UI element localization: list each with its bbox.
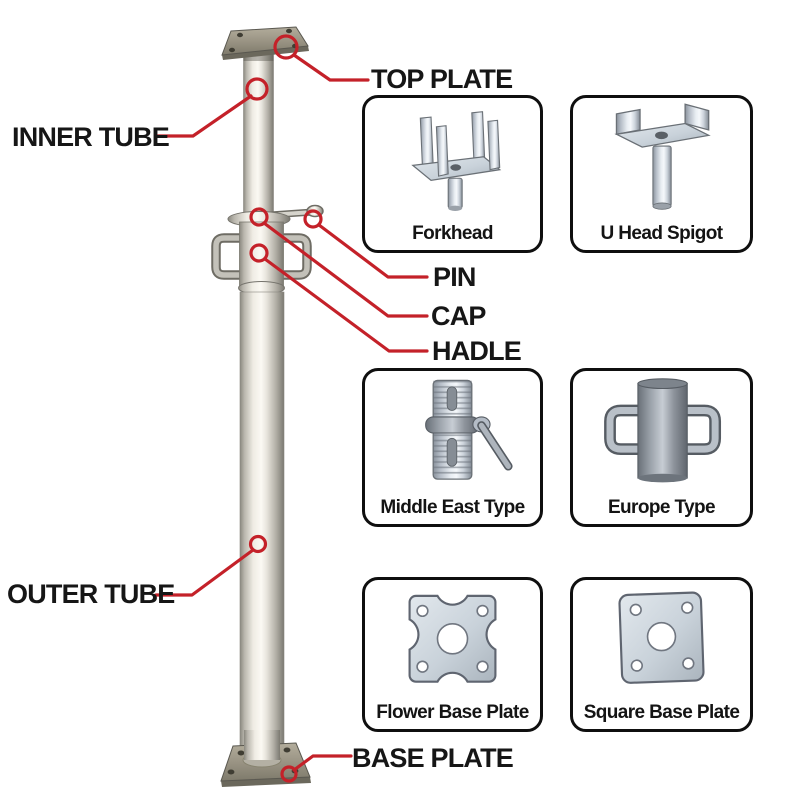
annotation-circles [245,34,323,783]
card-label-flower-base-plate: Flower Base Plate [376,702,529,723]
base-plate-graphic [220,730,311,787]
u-head-spigot-image [614,103,711,210]
label-inner-tube: INNER TUBE [12,122,170,152]
card-square-base-plate: Square Base Plate [570,577,753,732]
annotation-circle-outer-tube [248,534,268,554]
card-u-head-spigot: U Head Spigot [570,95,753,253]
annotation-circle-base-plate [280,765,298,783]
label-cap: CAP [431,301,486,331]
card-label-square-base-plate: Square Base Plate [583,702,740,723]
card-label-middle-east-type: Middle East Type [380,497,525,518]
label-pin: PIN [433,262,476,292]
leader-inner-tube [155,94,253,138]
annotation-circle-hadle [249,243,269,263]
annotation-circle-inner-tube [245,77,269,101]
label-top-plate: TOP PLATE [371,64,513,94]
square-base-plate-image [618,591,705,684]
europe-type-image [604,378,722,483]
leader-pin [317,223,429,279]
card-label-forkhead: Forkhead [412,223,493,244]
flower-base-plate-image [408,594,497,683]
card-flower-base-plate: Flower Base Plate [362,577,543,732]
leader-outer-tube [154,548,255,597]
adjustment-collar-graphic [211,204,324,295]
card-europe-type: Europe Type [570,368,753,527]
leader-hadle [263,257,429,353]
label-base-plate: BASE PLATE [352,743,514,773]
forkhead-image [411,111,502,211]
middle-east-type-image [425,379,513,480]
card-forkhead: Forkhead [362,95,543,253]
outer-tube-graphic [239,291,285,764]
leader-cap [262,221,429,318]
card-label-europe-type: Europe Type [607,497,716,518]
label-outer-tube: OUTER TUBE [7,579,175,609]
leader-base-plate [292,754,353,772]
card-middle-east-type: Middle East Type [362,368,543,527]
annotation-circle-pin [303,209,323,229]
card-label-u-head-spigot: U Head Spigot [600,223,723,244]
annotation-circle-cap [249,207,269,227]
annotation-circle-top-plate [273,34,299,60]
annotation-lines [154,53,429,772]
label-hadle: HADLE [432,336,522,366]
leader-top-plate [292,53,370,82]
top-plate-graphic [221,26,309,60]
